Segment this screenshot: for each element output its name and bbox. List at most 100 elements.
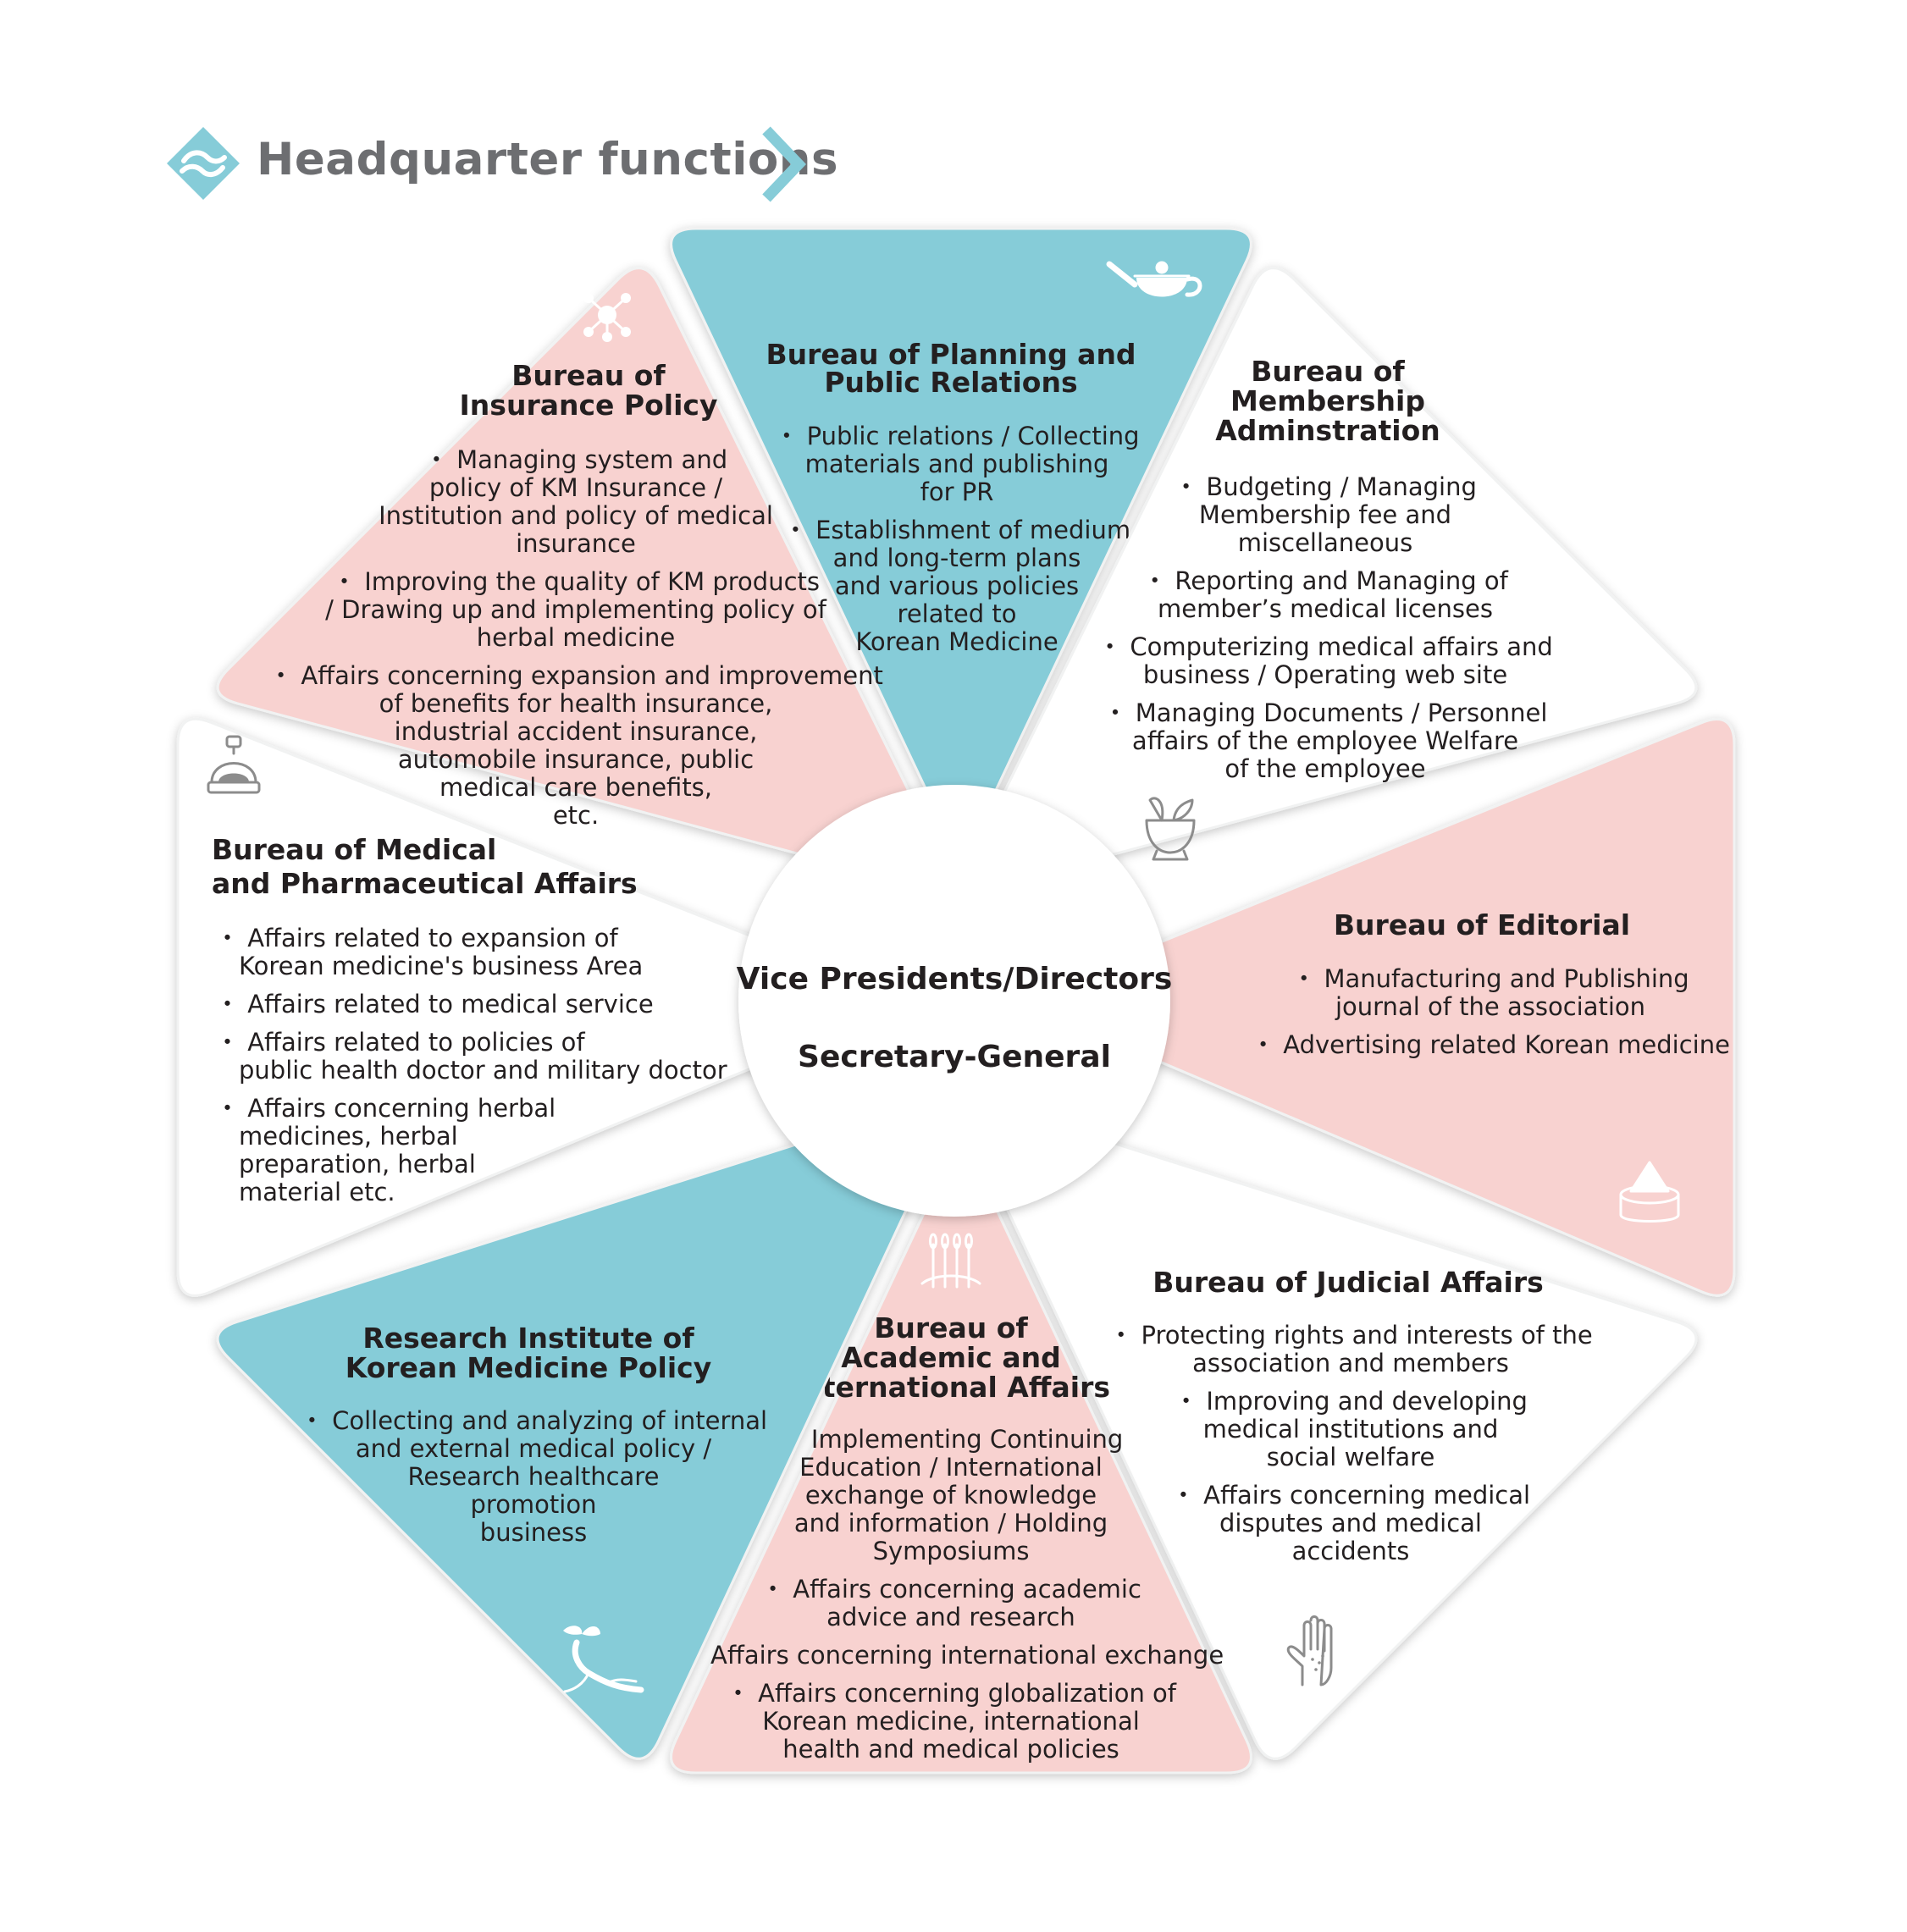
segment-medical-item-line: ・ Affairs related to expansion of [215,924,619,952]
segment-academic-item-line: Education / International [799,1453,1103,1482]
segment-academic-title-line: International Affairs [792,1371,1110,1404]
segment-judicial-item-line: medical institutions and [1203,1415,1499,1443]
segment-membership-item-line: miscellaneous [1238,528,1413,557]
segment-judicial-item-line: ・ Affairs concerning medical [1171,1481,1530,1510]
segment-membership-item-line: member’s medical licenses [1158,594,1493,623]
segment-insurance-item-line: of benefits for health insurance, [379,689,773,718]
segment-academic-title-line: Bureau of [874,1311,1028,1344]
segment-planning-title-line: Bureau of Planning and [766,338,1136,371]
diamond-logo-icon [167,127,240,200]
segment-research-title-line: Korean Medicine Policy [345,1351,712,1384]
segment-insurance-item-line: / Drawing up and implementing policy of [325,595,826,624]
segment-insurance-item-line: Institution and policy of medical [379,501,773,530]
acupuncture-needles-icon [920,1233,981,1289]
segment-planning-item-line: and long-term plans [833,544,1081,572]
segment-medical-item-line: Korean medicine's business Area [239,952,643,980]
segment-membership-item-line: business / Operating web site [1143,660,1507,689]
segment-editorial-item-line: ・ Advertising related Korean medicine [1251,1030,1730,1059]
segment-medical-title-line: Bureau of Medical [212,833,496,866]
segment-academic-title-line: Academic and [841,1341,1061,1374]
segment-research-item-line: and external medical policy / [356,1434,711,1463]
page-title: Headquarter functions [257,134,839,185]
segment-academic-item-line: exchange of knowledge [805,1481,1097,1510]
segment-medical-item-line: preparation, herbal [239,1150,476,1179]
segment-planning-item-line: ・ Establishment of medium [783,516,1130,544]
segment-membership-item-line: of the employee [1224,754,1425,783]
segment-editorial-title-line: Bureau of Editorial [1334,908,1630,941]
hand-icon [1286,1615,1333,1686]
segment-membership-item-line: affairs of the employee Welfare [1132,726,1518,755]
segment-planning-title-line: Public Relations [824,366,1077,399]
segment-judicial-item-line: social welfare [1267,1443,1435,1471]
segment-insurance-item-line: medical care benefits, [439,773,712,802]
segment-insurance-item-line: herbal medicine [477,623,675,652]
segment-academic-item-line: health and medical policies [782,1735,1119,1764]
segment-membership-title-line: Adminstration [1215,414,1440,447]
ginseng-icon [563,1626,644,1693]
segment-planning-item-line: ・ Public relations / Collecting [774,422,1139,450]
segment-planning-item-line: for PR [920,477,994,506]
segment-academic-item-line: ・ Implementing Continuing [779,1425,1124,1454]
segment-academic-item-line: advice and research [826,1603,1075,1631]
segment-insurance-title-line: Bureau of [511,359,666,392]
segment-insurance-item-line: insurance [516,529,636,558]
segment-research-item-line: ・ Collecting and analyzing of internal [300,1406,767,1435]
center-title-secretary-general: Secretary-General [798,1040,1111,1074]
segment-medical-item-line: medicines, herbal [239,1122,458,1151]
segment-research-title-line: Research Institute of [362,1322,694,1355]
segment-judicial: Bureau of Judicial Affairs・ Protecting r… [961,1099,1698,1760]
segment-academic-item-line: Korean medicine, international [762,1707,1140,1736]
segment-membership-title-line: Bureau of [1251,355,1405,388]
segment-medical-item-line: public health doctor and military doctor [239,1056,727,1085]
moxa-icon [1619,1161,1680,1223]
segment-planning-item-line: Korean Medicine [855,627,1058,656]
segment-judicial-item-line: accidents [1292,1537,1410,1565]
segment-planning-item-line: materials and publishing [805,450,1109,478]
segment-research-item-line: business [480,1518,587,1547]
segment-insurance-item-line: ・ Improving the quality of KM products [332,567,820,596]
center-title-vice-presidents: Vice Presidents/Directors [737,962,1173,996]
segment-editorial: Bureau of Editorial・ Manufacturing and P… [1031,718,1736,1297]
segment-academic-item-line: and information / Holding [794,1509,1108,1537]
segment-insurance-item-line: policy of KM Insurance / [429,473,723,502]
teapot-icon [1106,261,1202,297]
segment-judicial-item-line: association and members [1192,1349,1509,1377]
chevron-right-icon [762,126,806,202]
segment-medical-title-line: and Pharmaceutical Affairs [212,867,638,900]
segment-insurance-item-line: etc. [553,801,599,830]
segment-membership-item-line: ・ Budgeting / Managing [1174,472,1477,501]
segment-planning-item-line: and various policies [835,571,1079,600]
segment-academic-item-line: ・ Affairs concerning international excha… [678,1641,1224,1670]
segment-membership-item-line: ・ Computerizing medical affairs and [1097,632,1553,661]
segment-membership-title-line: Membership [1230,384,1425,417]
segment-academic-item-line: ・ Affairs concerning globalization of [726,1679,1177,1708]
segment-planning-item-line: related to [898,599,1017,628]
segment-insurance-item-line: ・ Managing system and [424,445,727,474]
segment-academic-item-line: Symposiums [873,1537,1030,1565]
segment-judicial-item-line: ・ Improving and developing [1174,1387,1528,1416]
segment-judicial-title-line: Bureau of Judicial Affairs [1152,1266,1543,1299]
segment-research-item-line: promotion [471,1490,597,1519]
segment-membership-item-line: Membership fee and [1199,500,1451,529]
cupping-jar-icon [207,735,261,794]
segment-academic-item-line: ・ Affairs concerning academic [760,1575,1141,1604]
center-circle [738,785,1170,1217]
molecule-icon [583,293,631,342]
segment-insurance-item-line: industrial accident insurance, [395,717,758,746]
segment-medical-item-line: ・ Affairs related to medical service [215,990,654,1018]
segment-medical-item-line: material etc. [239,1178,395,1206]
segment-research-item-line: Research healthcare [408,1462,660,1491]
segment-membership-item-line: ・ Managing Documents / Personnel [1103,698,1548,727]
segment-judicial-item-line: disputes and medical [1219,1509,1482,1537]
segment-medical-item-line: ・ Affairs concerning herbal [215,1094,556,1123]
center-circle-group: Vice Presidents/Directors Secretary-Gene… [737,785,1173,1217]
segment-insurance-item-line: automobile insurance, public [398,745,754,774]
segment-insurance-title-line: Insurance Policy [460,389,718,422]
